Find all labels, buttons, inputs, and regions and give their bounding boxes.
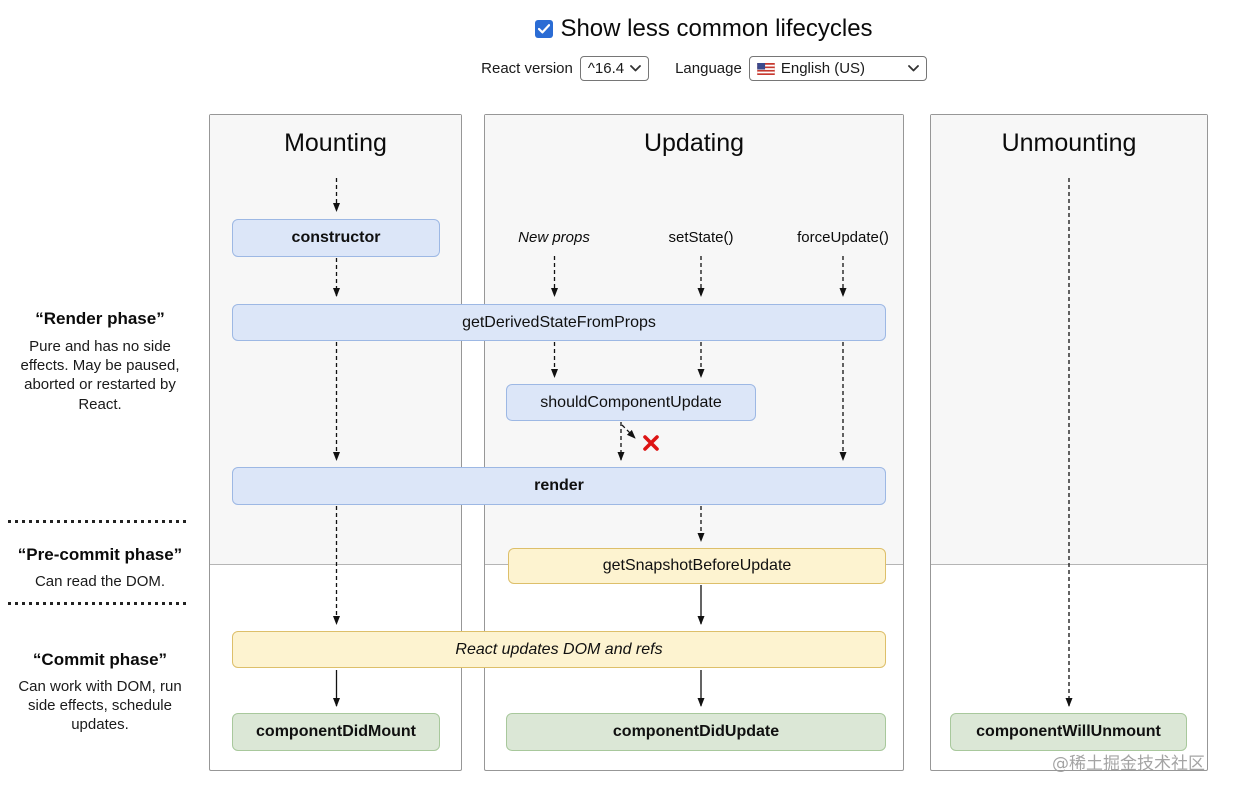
language-select[interactable]: English (US) bbox=[748, 56, 927, 81]
commit-phase-title: “Commit phase” bbox=[32, 650, 168, 669]
check-icon bbox=[538, 24, 551, 34]
phase-divider bbox=[8, 602, 188, 605]
lifecycle-box-component-will-unmount[interactable]: componentWillUnmount bbox=[950, 713, 1187, 751]
lifecycle-box-constructor[interactable]: constructor bbox=[232, 219, 440, 257]
lifecycle-box-get-derived-state-from-props[interactable]: getDerivedStateFromProps bbox=[232, 304, 886, 341]
mounting-column-title: Mounting bbox=[284, 129, 387, 157]
update-cancelled-icon bbox=[642, 434, 660, 452]
lifecycle-box-component-did-mount[interactable]: componentDidMount bbox=[232, 713, 440, 751]
react-version-select[interactable]: ^16.4 bbox=[579, 56, 650, 81]
lifecycle-box-get-snapshot-before-update[interactable]: getSnapshotBeforeUpdate bbox=[508, 548, 886, 584]
us-flag-icon bbox=[757, 62, 775, 75]
show-less-common-checkbox[interactable] bbox=[535, 20, 554, 38]
chevron-down-icon bbox=[907, 65, 919, 72]
unmounting-render-phase-area bbox=[931, 115, 1207, 565]
force-update-trigger[interactable]: forceUpdate() bbox=[797, 229, 889, 246]
watermark: @稀土掘金技术社区 bbox=[1052, 754, 1205, 774]
react-version-label: React version bbox=[481, 60, 573, 77]
render-phase-title: “Render phase” bbox=[35, 309, 165, 328]
header-controls-row: React version ^16.4 Language English (US… bbox=[200, 56, 1208, 81]
unmounting-column: Unmounting bbox=[930, 114, 1208, 771]
lifecycle-box-render[interactable]: render bbox=[232, 467, 886, 505]
language-value: English (US) bbox=[780, 60, 866, 77]
react-updates-dom-box: React updates DOM and refs bbox=[232, 631, 886, 668]
chevron-down-icon bbox=[630, 65, 641, 72]
phase-sidebar: “Render phase” Pure and has no side effe… bbox=[0, 0, 200, 793]
phase-divider bbox=[8, 520, 188, 523]
show-less-common-label[interactable]: Show less common lifecycles bbox=[560, 15, 873, 42]
commit-phase-desc: Can work with DOM, run side effects, sch… bbox=[18, 678, 182, 734]
updating-column: Updating bbox=[484, 114, 904, 771]
pre-commit-phase-desc: Can read the DOM. bbox=[34, 573, 166, 590]
set-state-trigger[interactable]: setState() bbox=[668, 229, 734, 246]
unmounting-column-title: Unmounting bbox=[1001, 129, 1137, 157]
mounting-column: Mounting bbox=[209, 114, 462, 771]
updating-column-title: Updating bbox=[643, 129, 745, 157]
pre-commit-phase-title: “Pre-commit phase” bbox=[17, 545, 183, 564]
lifecycle-box-component-did-update[interactable]: componentDidUpdate bbox=[506, 713, 886, 751]
new-props-trigger: New props bbox=[518, 229, 590, 246]
header-toggle-row: Show less common lifecycles bbox=[200, 15, 1208, 43]
lifecycle-box-should-component-update[interactable]: shouldComponentUpdate bbox=[506, 384, 756, 421]
language-label: Language bbox=[675, 60, 742, 77]
render-phase-desc: Pure and has no side effects. May be pau… bbox=[20, 338, 180, 413]
react-version-value: ^16.4 bbox=[587, 60, 625, 77]
